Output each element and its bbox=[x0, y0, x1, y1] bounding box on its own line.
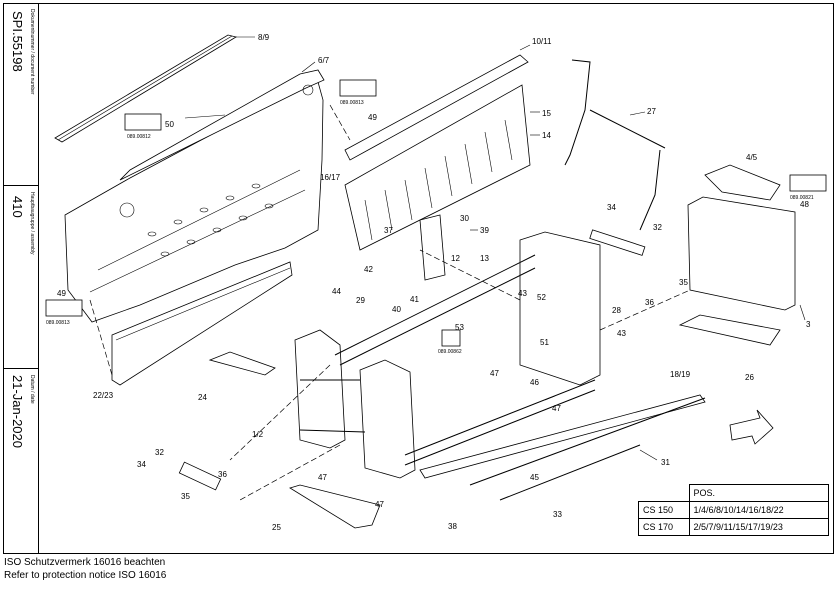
model-cell: CS 150 bbox=[638, 501, 690, 519]
table-row: CS 150 1/4/6/8/10/14/16/18/22 bbox=[638, 501, 829, 519]
doc-number-cell: SPI.55198 Dokumentnummer / document numb… bbox=[3, 3, 39, 186]
svg-text:089.00812: 089.00812 bbox=[127, 134, 151, 140]
part-label: 6/7 bbox=[318, 56, 330, 65]
part-label: 22/23 bbox=[93, 391, 114, 400]
lever bbox=[564, 59, 666, 231]
part-label: 26 bbox=[745, 373, 754, 382]
table-row: CS 170 2/5/7/9/11/15/17/19/23 bbox=[638, 518, 829, 536]
part-label: 45 bbox=[530, 473, 539, 482]
part-label: 1/2 bbox=[252, 430, 264, 439]
svg-text:089.00813: 089.00813 bbox=[340, 100, 364, 106]
bottom-guide bbox=[289, 484, 381, 529]
part-label: 38 bbox=[448, 522, 457, 531]
left-hopper bbox=[64, 69, 325, 323]
assembly-lines bbox=[89, 104, 691, 501]
part-label: 39 bbox=[480, 226, 489, 235]
part-label: 33 bbox=[553, 510, 562, 519]
part-label: 53 bbox=[455, 323, 464, 332]
part-label: 43 bbox=[617, 329, 626, 338]
footer-line-de: ISO Schutzvermerk 16016 beachten bbox=[4, 557, 166, 568]
part-label: 24 bbox=[198, 393, 207, 402]
part-label: 28 bbox=[612, 306, 621, 315]
lower-panel bbox=[111, 261, 293, 386]
part-label: 30 bbox=[460, 214, 469, 223]
part-label: 32 bbox=[155, 448, 164, 457]
top-panels bbox=[344, 54, 531, 251]
info-decal: 089.00862 bbox=[438, 329, 462, 355]
positions-cell: 2/5/7/9/11/15/17/19/23 bbox=[688, 518, 829, 536]
part-label: 47 bbox=[375, 500, 384, 509]
leader-lines bbox=[184, 36, 806, 461]
right-cover bbox=[687, 164, 796, 311]
part-label: 34 bbox=[137, 460, 146, 469]
pos-header: POS. bbox=[688, 484, 829, 502]
part-label: 35 bbox=[679, 278, 688, 287]
main-frame bbox=[294, 231, 601, 479]
part-label: 4/5 bbox=[746, 153, 758, 162]
svg-text:089.00813: 089.00813 bbox=[46, 320, 70, 326]
part-label: 3 bbox=[806, 320, 811, 329]
part-label: 40 bbox=[392, 305, 401, 314]
part-label: 41 bbox=[410, 295, 419, 304]
part-label: 42 bbox=[364, 265, 373, 274]
part-label: 36 bbox=[218, 470, 227, 479]
part-labels: 8/9 6/7 50 49 10/11 15 14 27 16/17 4/5 4… bbox=[57, 33, 811, 532]
warning-decal-1: 089.00812 bbox=[124, 113, 162, 140]
part-label: 27 bbox=[647, 107, 656, 116]
part-label: 10/11 bbox=[532, 37, 552, 46]
part-label: 25 bbox=[272, 523, 281, 532]
part-label: 34 bbox=[607, 203, 616, 212]
part-label: 37 bbox=[384, 226, 393, 235]
part-label: 31 bbox=[661, 458, 670, 467]
model-cell: CS 170 bbox=[638, 518, 690, 536]
part-label: 47 bbox=[490, 369, 499, 378]
part-label: 14 bbox=[542, 131, 551, 140]
part-label: 47 bbox=[318, 473, 327, 482]
part-label: 35 bbox=[181, 492, 190, 501]
drawing-frame bbox=[3, 3, 834, 554]
svg-text:089.00862: 089.00862 bbox=[438, 349, 462, 355]
part-label: 29 bbox=[356, 296, 365, 305]
part-label: 49 bbox=[57, 289, 66, 298]
part-label: 12 bbox=[451, 254, 460, 263]
rollers bbox=[419, 394, 706, 501]
direction-arrow bbox=[729, 409, 774, 445]
part-label: 49 bbox=[368, 113, 377, 122]
part-label: 48 bbox=[800, 200, 809, 209]
part-label: 52 bbox=[537, 293, 546, 302]
part-label: 43 bbox=[518, 289, 527, 298]
part-label: 47 bbox=[552, 404, 561, 413]
title-block: SPI.55198 Dokumentnummer / document numb… bbox=[3, 3, 39, 554]
part-label: 36 bbox=[645, 298, 654, 307]
part-label: 50 bbox=[165, 120, 174, 129]
svg-text:089.00821: 089.00821 bbox=[790, 195, 814, 201]
small-parts bbox=[178, 214, 781, 491]
footer-line-en: Refer to protection notice ISO 16016 bbox=[4, 570, 167, 581]
positions-cell: 1/4/6/8/10/14/16/18/22 bbox=[688, 501, 829, 519]
assembly-cell: 410 Hauptbaugruppe / assembly bbox=[3, 186, 39, 369]
warning-decal-2: 089.00813 bbox=[339, 79, 377, 106]
part-label: 18/19 bbox=[670, 370, 691, 379]
part-label: 46 bbox=[530, 378, 539, 387]
position-table: POS. CS 150 1/4/6/8/10/14/16/18/22 CS 17… bbox=[638, 484, 829, 536]
warning-decal-4: 089.00821 bbox=[789, 174, 827, 201]
part-label: 8/9 bbox=[258, 33, 270, 42]
footer-notice: ISO Schutzvermerk 16016 beachten Refer t… bbox=[4, 556, 166, 582]
part-label: 13 bbox=[480, 254, 489, 263]
warning-decal-3: 089.00813 bbox=[45, 299, 83, 326]
part-label: 32 bbox=[653, 223, 662, 232]
part-label: 44 bbox=[332, 287, 341, 296]
part-label: 51 bbox=[540, 338, 549, 347]
part-label: 15 bbox=[542, 109, 551, 118]
part-label: 16/17 bbox=[320, 173, 341, 182]
